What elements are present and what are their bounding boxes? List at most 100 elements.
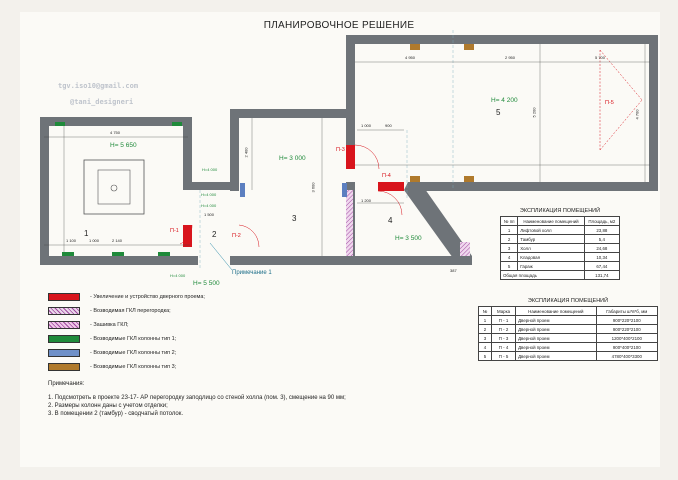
credit-handle: @tani_designeri	[70, 98, 134, 106]
column-type3	[464, 44, 474, 50]
door-label-p4: П-4	[382, 173, 391, 179]
legend-swatch	[48, 292, 80, 301]
col-header: Площадь, м2	[583, 216, 621, 226]
wall	[183, 182, 239, 190]
total-label: Общая площадь	[500, 270, 585, 280]
dim-text: 4 950	[405, 55, 416, 60]
callout-leader	[209, 242, 233, 271]
table-cell: Кладовая	[517, 252, 585, 262]
table-cell: 900*400*2100	[595, 342, 659, 352]
notes: Примечания: 1. Подсмотреть в проекте 23-…	[48, 380, 346, 418]
legend-label: - Возводимые ГКЛ колонны тип 2;	[90, 349, 177, 356]
legend-label: - Возводимые ГКЛ колонны тип 1;	[90, 335, 177, 342]
dim-text: 2 140	[112, 238, 123, 243]
table-cell: 4	[499, 252, 519, 262]
col-header: Наименование помещений	[515, 306, 597, 316]
table-cell: 1	[499, 225, 519, 235]
lift-button	[110, 184, 118, 192]
dim-text: 2 950	[505, 55, 516, 60]
wall	[649, 35, 658, 191]
table-cell: 24,68	[583, 243, 621, 253]
door-p4	[378, 182, 404, 191]
legend-swatch	[48, 334, 80, 343]
doors-table-caption: ЭКСПЛИКАЦИЯ ПОМЕЩЕНИЙ	[527, 298, 609, 304]
wall	[40, 117, 192, 126]
columns	[55, 44, 474, 256]
table-cell: 2	[499, 234, 519, 244]
dim-text: 4 700	[634, 109, 640, 120]
note-callout: Примечание 1	[232, 270, 272, 276]
height-mark: H=4 000	[170, 273, 186, 278]
column-type1	[62, 252, 74, 256]
legend-item: - Возводимая ГКЛ перегородка;	[48, 306, 171, 315]
table-cell: 900*220*2100	[595, 324, 659, 334]
dim-text: 1 100	[66, 238, 77, 243]
wall	[40, 256, 198, 265]
rooms-table: № пп Наименование помещений Площадь, м2 …	[499, 216, 621, 280]
height-mark: H= 3 500	[395, 235, 422, 242]
wall	[40, 117, 49, 265]
wall	[230, 109, 350, 118]
table-cell: Тамбур	[517, 234, 585, 244]
table-cell: 10,34	[583, 252, 621, 262]
height-mark: H= 4 200	[491, 97, 518, 104]
legend-item: - Возводимые ГКЛ колонны тип 1;	[48, 334, 176, 343]
credit-email: tgv.iso10@gmail.com	[58, 82, 139, 90]
column-type1	[172, 122, 182, 126]
door-label-p5: П-5	[605, 100, 614, 106]
legend-swatch	[48, 362, 80, 371]
table-cell: 67,44	[583, 261, 621, 271]
table-cell: 4780*400*3300	[595, 351, 659, 361]
dim-text: 2 400	[243, 147, 249, 158]
table-cell: 900*220*2100	[595, 315, 659, 325]
total-value: 131,74	[583, 270, 621, 280]
door-label-p2: П-2	[232, 233, 241, 239]
rooms-table-caption: ЭКСПЛИКАЦИЯ ПОМЕЩЕНИЙ	[519, 208, 601, 214]
doors-table: № Марка Наименование помещений Габариты …	[478, 306, 659, 361]
legend-swatch	[48, 348, 80, 357]
height-mark: H= 5 650	[110, 142, 137, 149]
height-mark: H=4 000	[201, 192, 217, 197]
wall	[346, 35, 355, 145]
drawing-title: ПЛАНИРОВОЧНОЕ РЕШЕНИЕ	[263, 20, 415, 31]
column-type1	[112, 252, 124, 256]
column-type2	[342, 183, 347, 197]
dim-text: 900	[385, 123, 392, 128]
notes-heading: Примечания:	[48, 381, 85, 387]
table-cell: П - 2	[490, 324, 517, 334]
height-mark: H=4 000	[202, 167, 218, 172]
note-item: 1. Подсмотреть в проекте 23-17- АР перег…	[48, 395, 346, 401]
legend-label: - Возводимая ГКЛ перегородка;	[90, 307, 171, 314]
gkl-cladding	[460, 242, 470, 256]
col-header: № пп	[499, 216, 519, 226]
table-cell: Дверной проем	[515, 342, 597, 352]
door-p1	[183, 225, 192, 247]
dimension-lines	[44, 44, 650, 256]
wall	[404, 182, 472, 265]
dim-text: 5 200	[531, 107, 537, 118]
table-cell: Дверной проем	[515, 351, 597, 361]
table-cell: Дверной проем	[515, 315, 597, 325]
dim-text: 387	[450, 268, 457, 273]
col-header: Наименование помещений	[517, 216, 585, 226]
dim-text: 3 600	[310, 182, 316, 193]
table-cell: 5,4	[583, 234, 621, 244]
table-cell: Дверной проем	[515, 333, 597, 343]
table-cell: 23,88	[583, 225, 621, 235]
table-cell: 5	[499, 261, 519, 271]
dim-text: 5 700	[595, 55, 606, 60]
door-openings	[183, 145, 404, 247]
height-mark: H= 5 500	[193, 280, 220, 287]
room-number-1: 1	[84, 229, 89, 238]
legend-item: - Возводимые ГКЛ колонны тип 3;	[48, 362, 176, 371]
table-cell: П - 3	[490, 333, 517, 343]
height-mark: H=4 000	[201, 203, 217, 208]
wall	[183, 117, 192, 189]
